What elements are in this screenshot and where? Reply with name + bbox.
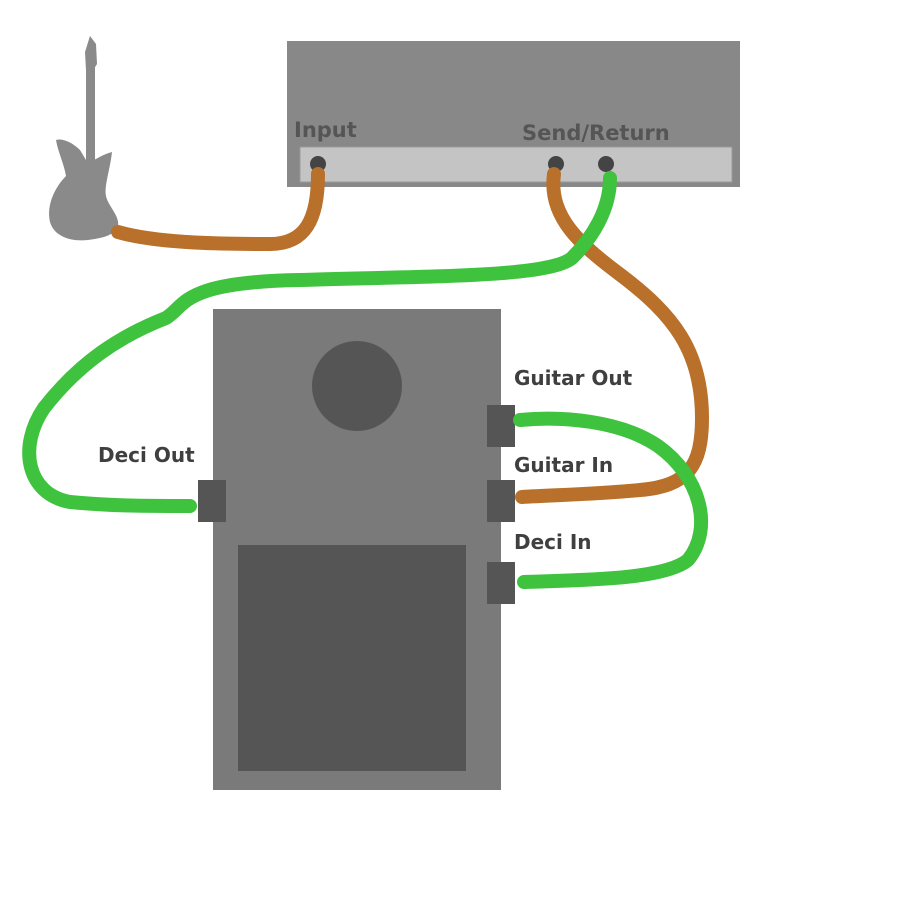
amp-input-jack[interactable]: [310, 156, 326, 172]
green-cables: [22, 171, 708, 589]
cable-return-to-deci-out: [22, 171, 617, 513]
amp-jack-panel: [299, 146, 733, 183]
amp-return-jack[interactable]: [598, 156, 614, 172]
amplifier: Input Send/Return: [287, 41, 740, 187]
amp-input-label: Input: [294, 118, 357, 142]
pedal-jack-guitar-out[interactable]: [487, 405, 515, 447]
pedal-footswitch-pad[interactable]: [238, 545, 466, 771]
guitar-out-label: Guitar Out: [514, 366, 633, 390]
deci-out-label: Deci Out: [98, 443, 195, 467]
pedal-jack-deci-out[interactable]: [198, 480, 226, 522]
guitar-neck: [86, 66, 95, 166]
guitar-in-label: Guitar In: [514, 453, 613, 477]
pedal-jack-guitar-in[interactable]: [487, 480, 515, 522]
pedal-jack-deci-in[interactable]: [487, 562, 515, 604]
cable-guitar-out-to-deci-in: [513, 411, 708, 589]
guitar-icon: [49, 36, 119, 241]
deci-in-label: Deci In: [514, 530, 592, 554]
cable-send-to-guitar-in: [515, 167, 709, 504]
cable-guitar-to-input: [111, 167, 325, 251]
amp-send-return-label: Send/Return: [522, 121, 670, 145]
guitar-body: [49, 139, 119, 241]
pedal: [198, 309, 515, 790]
guitar-headstock: [85, 36, 97, 72]
pedal-knob[interactable]: [312, 341, 402, 431]
